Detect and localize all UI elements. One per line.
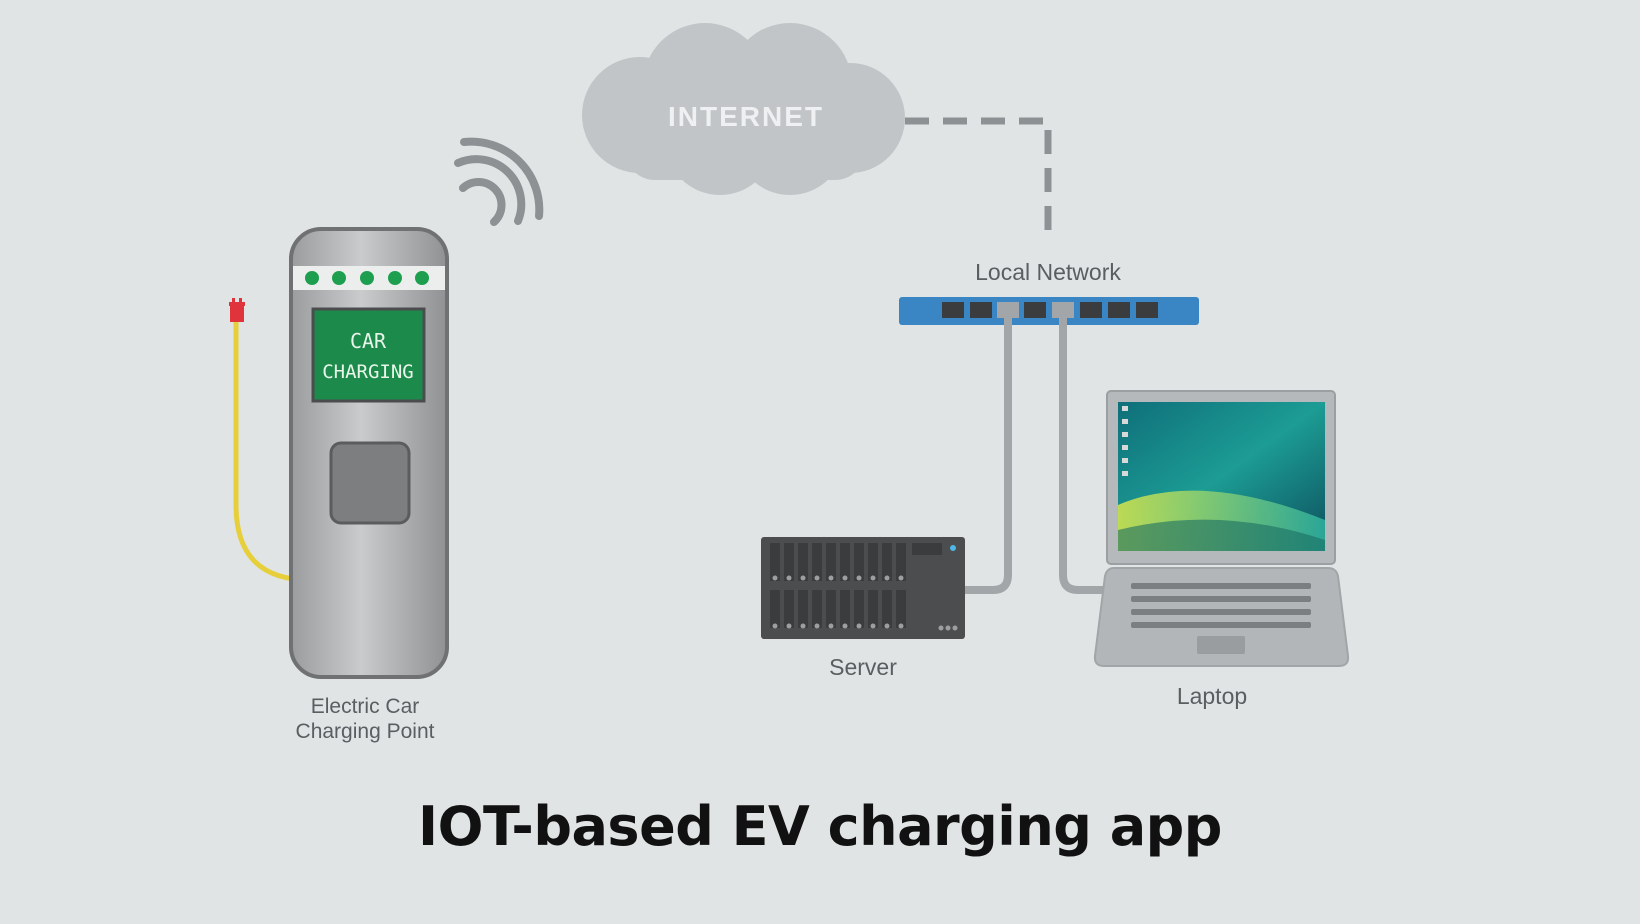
- laptop-icon: [1093, 390, 1350, 667]
- page-title: IOT-based EV charging app: [418, 795, 1222, 858]
- charger-screen-line1: CAR: [350, 329, 387, 353]
- charger-label-line2: Charging Point: [295, 720, 435, 743]
- charging-station: CAR CHARGING: [289, 227, 449, 679]
- wifi-icon: [454, 137, 544, 226]
- server-label: Server: [829, 654, 897, 680]
- server-icon: [761, 537, 965, 639]
- charger-socket: [329, 441, 411, 525]
- status-led: [360, 271, 374, 285]
- charger-label-line1: Electric Car: [310, 695, 420, 718]
- status-led: [305, 271, 319, 285]
- internet-link-dashed: [905, 117, 1052, 238]
- charger-screen: [311, 307, 426, 403]
- server-cable: [965, 318, 1012, 594]
- internet-cloud: INTERNET: [582, 23, 905, 195]
- laptop-label: Laptop: [1176, 683, 1248, 709]
- plug-icon: [229, 298, 245, 322]
- local-network-label: Local Network: [975, 259, 1121, 285]
- status-led: [415, 271, 429, 285]
- status-led: [388, 271, 402, 285]
- internet-label: INTERNET: [668, 101, 824, 132]
- network-switch: [899, 297, 1199, 325]
- status-led: [332, 271, 346, 285]
- charger-screen-line2: CHARGING: [322, 361, 414, 383]
- charger-label: Electric Car Charging Point: [265, 694, 465, 744]
- laptop-cable: [1059, 318, 1110, 594]
